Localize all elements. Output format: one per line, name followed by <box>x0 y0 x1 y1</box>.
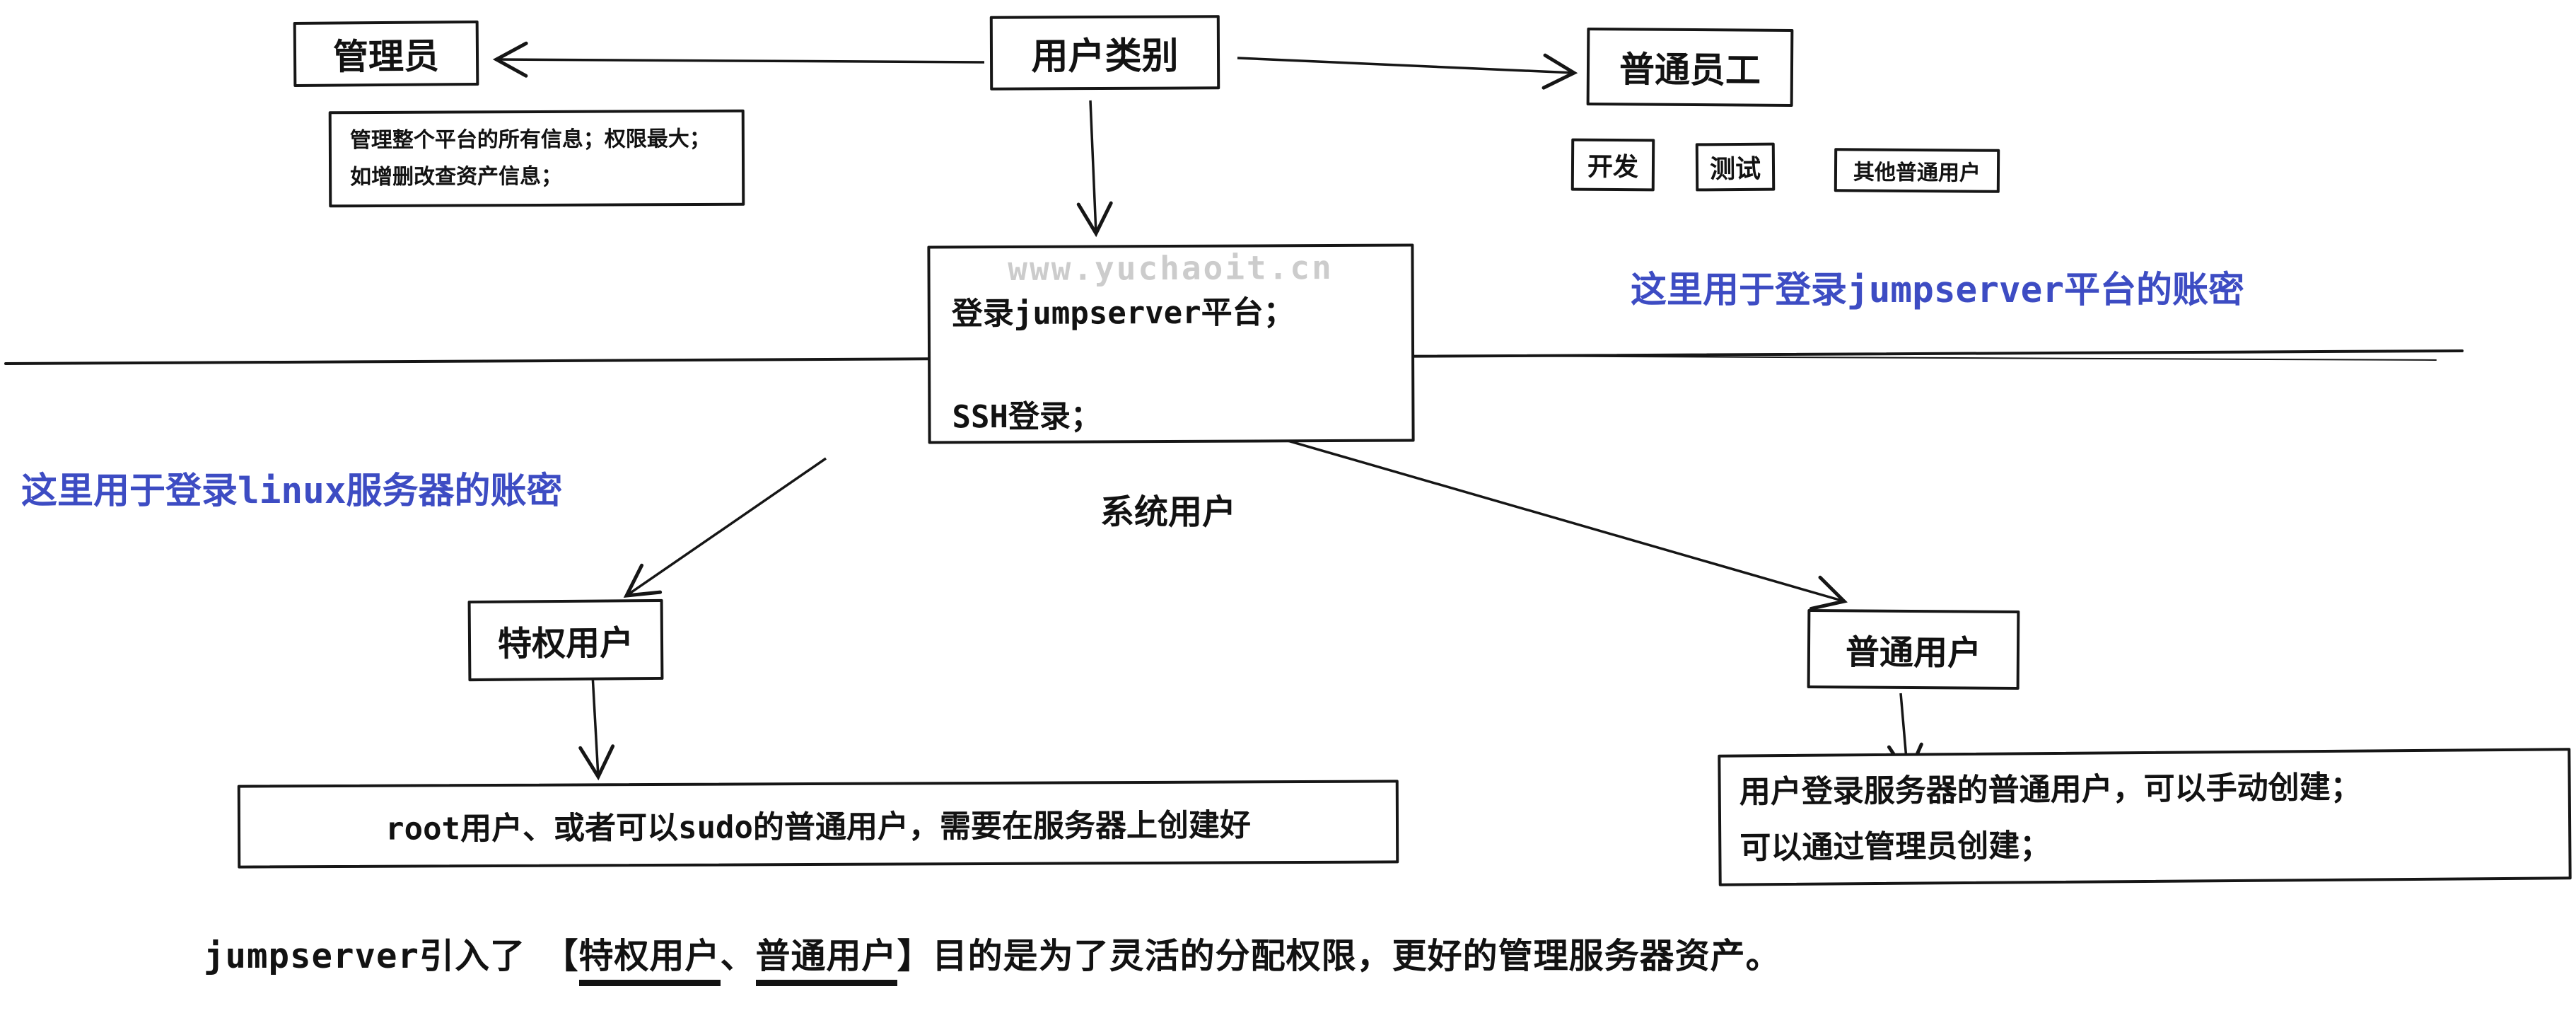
node-privileged-user: 特权用户 <box>467 598 664 682</box>
node-dev-label: 开发 <box>1587 152 1639 183</box>
footer-prefix: jumpserver引入了 【 <box>204 936 579 976</box>
admin-note-line2: 如增删改查资产信息； <box>350 163 563 190</box>
login-method-box: www.yuchaoit.cn 登录jumpserver平台； SSH登录； <box>927 243 1415 444</box>
node-privileged-user-label: 特权用户 <box>497 623 634 664</box>
node-user-category-label: 用户类别 <box>1031 35 1179 79</box>
node-test: 测试 <box>1695 142 1776 192</box>
normal-user-note-line1: 用户登录服务器的普通用户，可以手动创建； <box>1739 769 2362 811</box>
ssh-login-text: SSH登录； <box>952 398 1102 436</box>
admin-note-line1: 管理整个平台的所有信息；权限最大； <box>349 126 711 153</box>
normal-user-note-line2: 可以通过管理员创建； <box>1739 828 2051 867</box>
arrow-category-to-login-box <box>1076 100 1113 238</box>
normal-user-note-box: 用户登录服务器的普通用户，可以手动创建； 可以通过管理员创建； <box>1718 748 2572 886</box>
footer-underlined-normal: 普通用户 <box>755 936 897 986</box>
node-other-users: 其他普通用户 <box>1834 148 2000 193</box>
node-test-label: 测试 <box>1709 154 1761 185</box>
arrow-category-to-admin <box>492 41 985 78</box>
footer-summary: jumpserver引入了 【特权用户、普通用户】目的是为了灵活的分配权限，更好… <box>204 928 1781 986</box>
node-admin-label: 管理员 <box>332 35 440 78</box>
annotation-jumpserver-credentials: 这里用于登录jumpserver平台的账密 <box>1631 270 2245 311</box>
node-other-users-label: 其他普通用户 <box>1853 160 1981 186</box>
annotation-linux-credentials: 这里用于登录linux服务器的账密 <box>21 470 563 512</box>
node-employee-label: 普通员工 <box>1619 49 1761 91</box>
system-user-label: 系统用户 <box>1100 492 1237 532</box>
node-normal-user: 普通用户 <box>1807 608 2020 690</box>
footer-underlined-privileged: 特权用户 <box>578 936 721 986</box>
arrow-privileged-to-root-note <box>578 674 615 781</box>
node-dev: 开发 <box>1570 138 1655 192</box>
arrow-category-to-employee <box>1237 53 1578 90</box>
root-user-note-box: root用户、或者可以sudo的普通用户，需要在服务器上创建好 <box>237 780 1399 869</box>
footer-separator: 、 <box>720 936 756 976</box>
node-normal-user-label: 普通用户 <box>1845 632 1982 673</box>
admin-note-box: 管理整个平台的所有信息；权限最大； 如增删改查资产信息； <box>328 109 745 208</box>
arrow-login-to-privileged <box>623 457 827 598</box>
login-platform-text: 登录jumpserver平台； <box>951 294 1295 332</box>
node-employee: 普通员工 <box>1586 27 1794 108</box>
footer-suffix: 】目的是为了灵活的分配权限，更好的管理服务器资产。 <box>897 936 1781 976</box>
node-user-category: 用户类别 <box>989 15 1220 91</box>
site-watermark: www.yuchaoit.cn <box>1008 248 1334 289</box>
root-user-note-text: root用户、或者可以sudo的普通用户，需要在服务器上创建好 <box>385 807 1252 847</box>
node-admin: 管理员 <box>293 20 479 88</box>
